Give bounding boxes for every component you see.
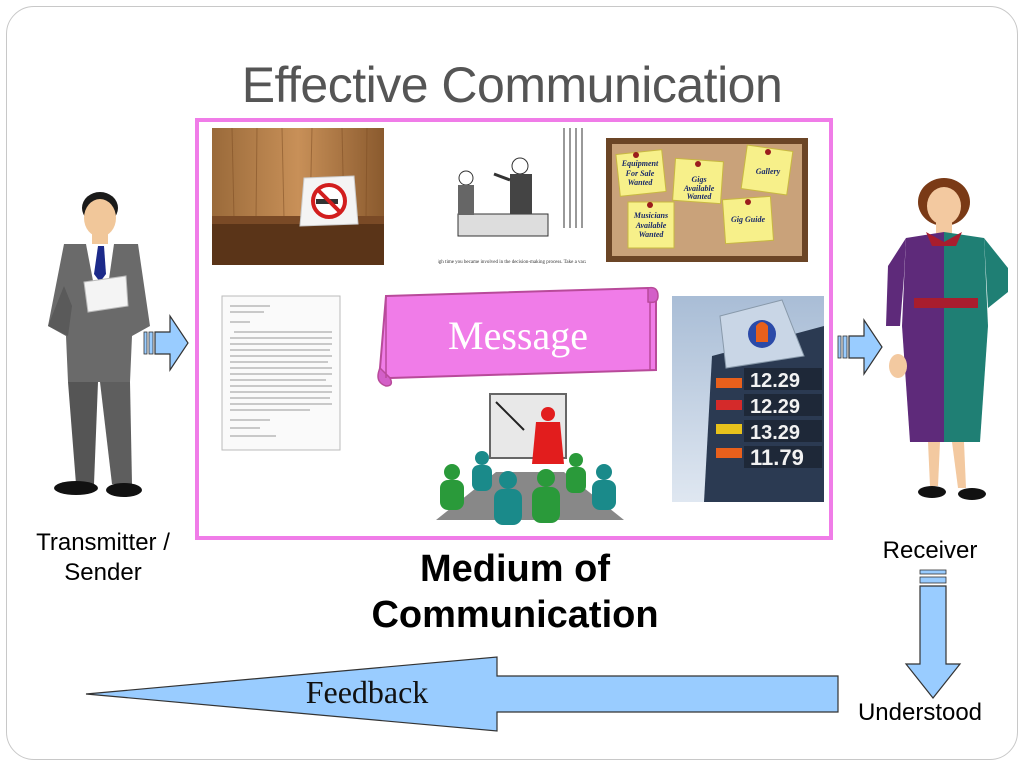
sender-arrow-icon — [143, 314, 189, 372]
understood-label: Understood — [857, 699, 983, 726]
sender-label: Transmitter / Sender — [36, 529, 170, 586]
price-value: 12.29 — [750, 370, 800, 392]
price-value: 13.29 — [750, 422, 800, 444]
svg-text:For Sale: For Sale — [625, 169, 655, 178]
svg-text:Musicians: Musicians — [633, 211, 668, 220]
svg-text:Wanted: Wanted — [639, 230, 665, 239]
presentation-meeting-image — [436, 393, 624, 525]
svg-text:Wanted: Wanted — [628, 178, 654, 187]
svg-text:Gigs: Gigs — [691, 175, 706, 184]
sender-figure — [48, 192, 150, 497]
svg-text:Equipment: Equipment — [621, 159, 659, 168]
feedback-label: Feedback — [305, 674, 429, 710]
svg-text:Gig Guide: Gig Guide — [731, 215, 765, 224]
receiver-figure — [886, 178, 1008, 500]
price-value: 11.79 — [750, 445, 804, 470]
office-cartoon-image: "It's high time you became involved in t… — [438, 128, 586, 270]
down-arrow-icon — [904, 569, 962, 699]
receiver-arrow-icon — [837, 318, 883, 376]
price-value: 12.29 — [750, 396, 800, 418]
handwritten-letter-image — [221, 295, 341, 451]
medium-label: Medium of Communication — [371, 548, 659, 636]
feedback-arrow-icon — [85, 656, 839, 732]
fuel-price-sign-image: 12.29 12.29 13.29 11.79 — [672, 296, 824, 502]
svg-text:Gallery: Gallery — [756, 167, 781, 176]
svg-text:"It's high time you became inv: "It's high time you became involved in t… — [438, 260, 586, 265]
message-label: Message — [448, 313, 588, 358]
receiver-label: Receiver — [882, 537, 978, 564]
svg-text:Wanted: Wanted — [687, 192, 713, 201]
slide-title: Effective Communication — [241, 57, 783, 113]
message-scroll — [377, 286, 659, 387]
svg-text:Available: Available — [635, 221, 667, 230]
svg-text:Available: Available — [683, 184, 715, 193]
no-smoking-sign-image — [212, 128, 384, 265]
